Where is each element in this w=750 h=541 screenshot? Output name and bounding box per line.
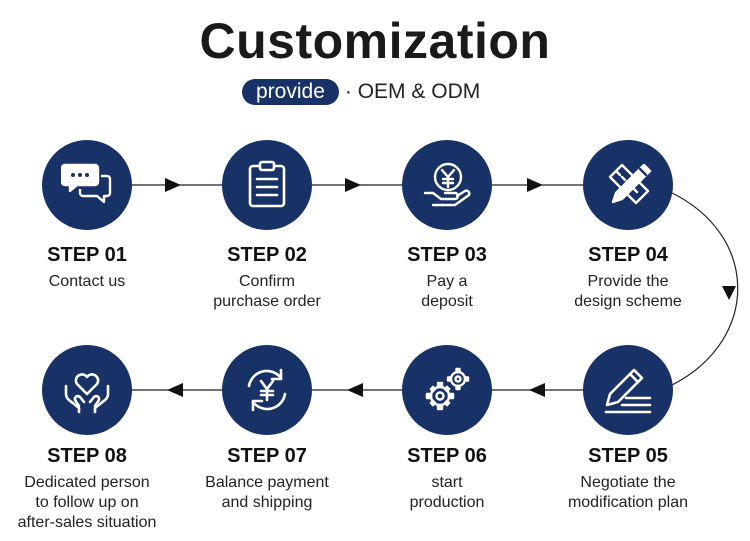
step-5-title: STEP 05 <box>588 445 668 467</box>
step-8-circle <box>42 345 132 435</box>
step-2-title: STEP 02 <box>227 244 307 266</box>
step-3-line-1: Pay a <box>426 273 468 290</box>
chat-bubbles-icon <box>61 163 112 204</box>
step-1-title: STEP 01 <box>47 244 127 266</box>
step-4-circle <box>583 140 673 230</box>
edit-pen-icon <box>604 368 652 414</box>
step-3-line-2: deposit <box>421 293 473 310</box>
step-8-title: STEP 08 <box>47 445 127 467</box>
step-7-line-1: Balance payment <box>205 474 329 491</box>
step-6-line-2: production <box>409 494 485 511</box>
step-8-line-1: Dedicated person <box>24 474 150 491</box>
step-4-desc: Provide the design scheme <box>538 272 718 312</box>
step-5-line-2: modification plan <box>567 494 689 511</box>
yen-cycle-icon <box>247 368 287 412</box>
step-1-circle <box>42 140 132 230</box>
step-4-line-2: design scheme <box>574 293 682 310</box>
step-2-line-1: Confirm <box>238 273 295 290</box>
arrow-right-1 <box>165 178 181 192</box>
step-1-desc: Contact us <box>0 272 177 292</box>
subtitle-text: · OEM & ODM <box>344 80 481 103</box>
arrow-left-3 <box>167 383 183 397</box>
step-5-line-1: Negotiate the <box>580 474 676 491</box>
pencil-ruler-icon <box>608 163 652 205</box>
step-3-circle <box>402 140 492 230</box>
step-7-circle <box>222 345 312 435</box>
provide-pill: provide <box>242 79 339 105</box>
step-8-desc: Dedicated person to follow up on after-s… <box>0 473 177 533</box>
step-6-desc: start production <box>357 473 537 513</box>
step-2-circle <box>222 140 312 230</box>
step-6-circle <box>402 345 492 435</box>
arrow-right-2 <box>345 178 361 192</box>
arrow-right-3 <box>527 178 543 192</box>
step-5-circle <box>583 345 673 435</box>
step-6-title: STEP 06 <box>407 445 487 467</box>
step-2-desc: Confirm purchase order <box>177 272 357 312</box>
yen-coin-hand-icon <box>423 162 471 207</box>
step-8-line-2: to follow up on <box>35 494 139 511</box>
step-6-line-1: start <box>431 474 463 491</box>
arrow-left-2 <box>347 383 363 397</box>
page-title: Customization <box>199 13 551 69</box>
step-4-title: STEP 04 <box>588 244 668 266</box>
step-1-line-1: Contact us <box>48 273 126 290</box>
step-3-title: STEP 03 <box>407 244 487 266</box>
connector-4-5 <box>669 191 739 386</box>
gears-icon <box>425 367 470 411</box>
step-7-desc: Balance payment and shipping <box>177 473 357 513</box>
step-7-title: STEP 07 <box>227 445 307 467</box>
step-8-line-3: after-sales situation <box>17 514 157 531</box>
step-3-desc: Pay a deposit <box>357 272 537 312</box>
arrow-down <box>722 286 736 300</box>
heart-hands-icon <box>64 373 110 414</box>
step-5-desc: Negotiate the modification plan <box>538 473 718 513</box>
subtitle: provide · OEM & ODM <box>242 78 480 106</box>
step-4-line-1: Provide the <box>587 273 669 290</box>
arrow-left-1 <box>529 383 545 397</box>
clipboard-icon <box>248 160 286 208</box>
step-7-line-2: and shipping <box>221 494 313 511</box>
step-2-line-2: purchase order <box>213 293 321 310</box>
